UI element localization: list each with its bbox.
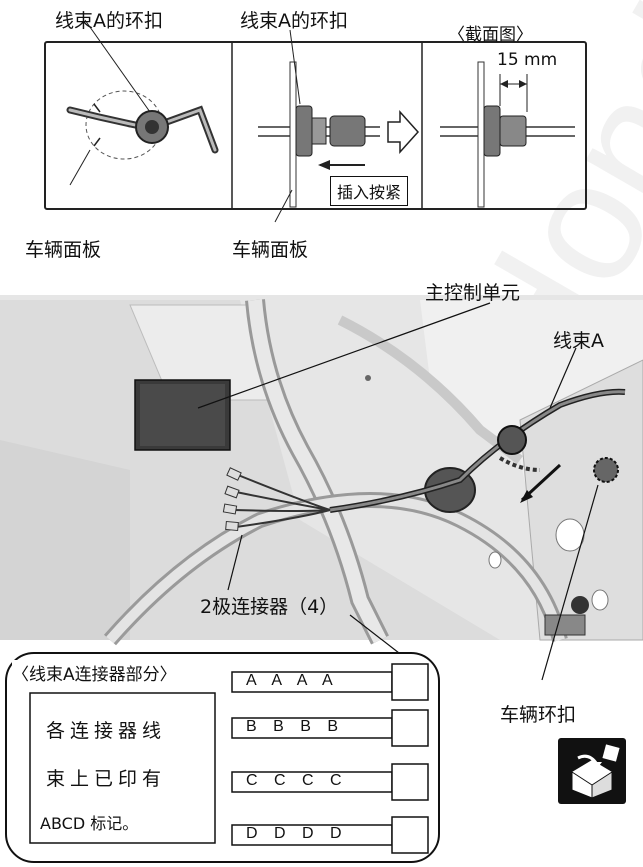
harness-a-label: 线束A (553, 330, 604, 352)
legend-note-line-2: 束上已印有 (46, 768, 167, 790)
panel1-bottom-label: 车辆面板 (25, 239, 102, 261)
connector-c-marks: C C C C (246, 772, 348, 789)
connector-a-marks: A A A A (246, 672, 339, 689)
legend-title: 〈线束A连接器部分〉 (12, 660, 177, 685)
legend-note-line-3: ABCD 标记。 (40, 814, 139, 833)
connector-b-marks: B B B B (246, 718, 345, 735)
panel2-insert-drawing (258, 29, 420, 223)
panel3-title: 〈截面图〉 (448, 25, 533, 45)
legend-note-line-1: 各连接器线 (46, 720, 167, 742)
panel2-top-label: 线束A的环扣 (240, 10, 348, 32)
panel1-grommet-drawing (66, 19, 219, 186)
dimension-label: 15 mm (497, 50, 558, 70)
insert-press-label: 插入按紧 (330, 176, 409, 206)
vehicle-photo (0, 295, 643, 646)
connector-d-marks: D D D D (246, 825, 348, 842)
top-diagram-frame (44, 41, 587, 210)
panel3-section-drawing (440, 61, 575, 208)
two-pole-connector-label: 2极连接器（4） (200, 596, 339, 618)
legend-note-box (29, 692, 216, 844)
vehicle-clip-label: 车辆环扣 (500, 704, 577, 726)
panel1-top-label: 线束A的环扣 (55, 10, 163, 32)
main-control-unit-label: 主控制单元 (425, 282, 521, 304)
connector-strips (231, 663, 429, 854)
panel2-bottom-label: 车辆面板 (232, 239, 309, 261)
open-box-icon (558, 738, 626, 804)
